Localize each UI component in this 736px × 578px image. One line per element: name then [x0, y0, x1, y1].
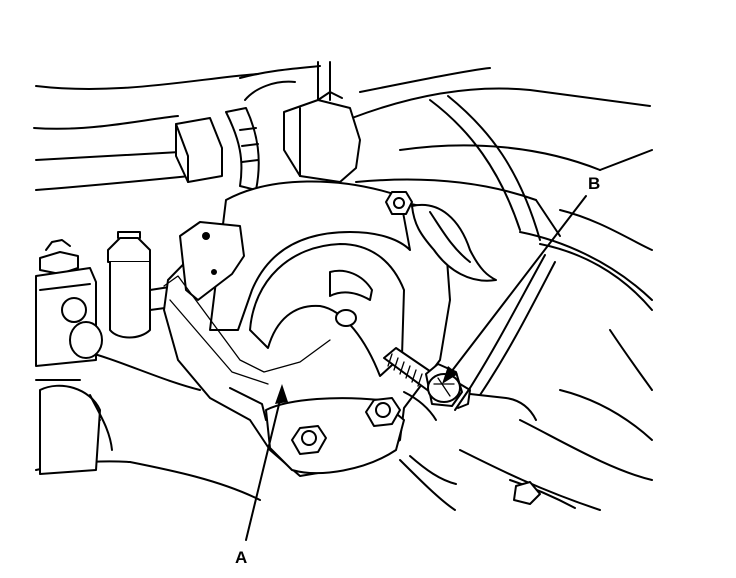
- right-bracket-arm: [411, 203, 497, 282]
- leader-lines: [245, 195, 587, 541]
- nut-lower-left: [291, 425, 327, 455]
- background-linework: [33, 61, 653, 511]
- leader-line-b: [447, 195, 587, 377]
- nut-top: [385, 191, 413, 215]
- arrowhead-b: [442, 366, 458, 384]
- wire-harness: [355, 178, 561, 505]
- mount-nuts: [291, 191, 413, 455]
- arrowhead-a: [275, 384, 288, 404]
- upper-bracket: [175, 91, 361, 191]
- left-components: [35, 231, 181, 475]
- leader-line-a: [245, 391, 283, 541]
- nut-lower-right: [365, 397, 401, 427]
- callout-label-a: A: [235, 548, 248, 567]
- callout-label-b: B: [588, 174, 601, 193]
